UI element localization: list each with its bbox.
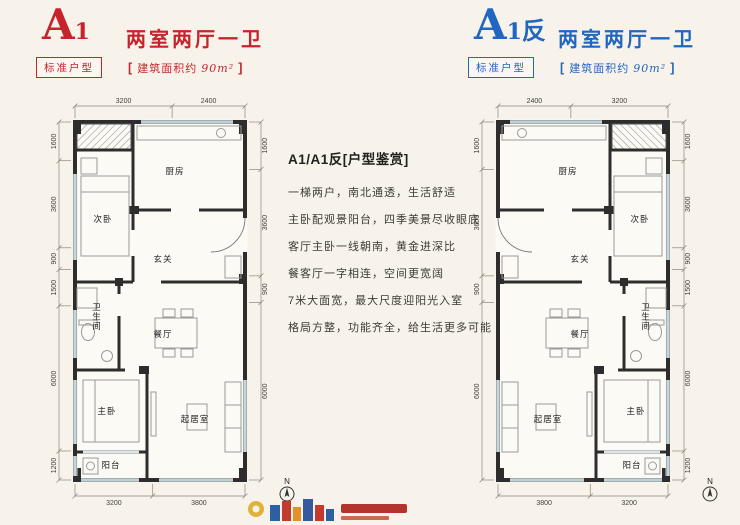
unit-a1-reverse-area: [ 建筑面积约 90m² ] bbox=[560, 60, 675, 76]
svg-text:1500: 1500 bbox=[685, 280, 692, 296]
logo-building bbox=[270, 505, 280, 521]
svg-text:1600: 1600 bbox=[474, 138, 481, 154]
bracket-right: ] bbox=[670, 61, 676, 75]
svg-text:900: 900 bbox=[51, 253, 58, 265]
foyer-label: 玄关 bbox=[570, 254, 589, 264]
dining-room-label: 餐厅 bbox=[153, 329, 172, 339]
plan-geometry bbox=[72, 119, 248, 483]
area-label: 建筑面积约 bbox=[137, 63, 198, 75]
svg-text:3200: 3200 bbox=[621, 500, 637, 507]
dining-room-label: 餐厅 bbox=[570, 329, 589, 339]
balcony-label: 阳台 bbox=[101, 460, 120, 470]
description-title: A1/A1反[户型鉴赏] bbox=[288, 152, 409, 167]
bedroom-2-label: 次卧 bbox=[630, 214, 649, 224]
dimension-lines: 2400 3200 3800 3200 1600 3600 900 6000 1600 3600 9… bbox=[474, 98, 692, 507]
master-bedroom-label: 主卧 bbox=[626, 406, 645, 416]
plan-furniture bbox=[76, 125, 242, 475]
logo-building bbox=[293, 507, 301, 521]
compass-icon: N bbox=[702, 477, 718, 502]
svg-text:3800: 3800 bbox=[536, 500, 552, 507]
svg-text:3600: 3600 bbox=[262, 215, 269, 231]
unit-description-panel: A1/A1反[户型鉴赏] 一梯两户，南北通透，生活舒适 主卧配观景阳台，四季美景… bbox=[288, 148, 492, 342]
foyer-label: 玄关 bbox=[153, 254, 172, 264]
svg-text:3600: 3600 bbox=[474, 215, 481, 231]
svg-text:2400: 2400 bbox=[201, 98, 217, 105]
svg-text:3600: 3600 bbox=[51, 196, 58, 212]
developer-logo bbox=[248, 499, 407, 521]
unit-a1-title: 两室两厅一卫 bbox=[126, 29, 264, 51]
master-bedroom-label: 主卧 bbox=[97, 406, 116, 416]
area-label: 建筑面积约 bbox=[569, 63, 630, 75]
bathroom-label: 卫生间 bbox=[641, 302, 651, 331]
svg-text:1600: 1600 bbox=[51, 133, 58, 149]
svg-text:6000: 6000 bbox=[51, 371, 58, 387]
bracket-left: [ bbox=[560, 61, 566, 75]
north-label: N bbox=[284, 477, 290, 486]
svg-text:6000: 6000 bbox=[262, 383, 269, 399]
svg-text:1200: 1200 bbox=[685, 458, 692, 474]
svg-text:3200: 3200 bbox=[116, 98, 132, 105]
svg-text:1600: 1600 bbox=[685, 133, 692, 149]
description-line: 7米大面宽，最大尺度迎阳光入室 bbox=[288, 295, 464, 307]
description-line: 一梯两户，南北通透，生活舒适 bbox=[288, 187, 456, 199]
svg-text:6000: 6000 bbox=[474, 383, 481, 399]
dimension-lines: 3200 2400 3200 3800 1600 3600 900 1500 6000 1200 1… bbox=[51, 98, 269, 507]
svg-text:1500: 1500 bbox=[51, 280, 58, 296]
unit-a1-number: 1 bbox=[74, 19, 90, 45]
unit-a1r-suffix: 反 bbox=[521, 18, 546, 45]
unit-a1-label: A1 bbox=[42, 4, 90, 46]
kitchen-label: 厨房 bbox=[165, 166, 184, 176]
svg-text:1600: 1600 bbox=[262, 138, 269, 154]
logo-building bbox=[303, 499, 313, 521]
unit-a1-header: A1 标准户型 两室两厅一卫 [ 建筑面积约 90m² ] bbox=[36, 4, 296, 94]
unit-a1-area: [ 建筑面积约 90m² ] bbox=[128, 60, 243, 76]
logo-building bbox=[315, 505, 324, 521]
north-label: N bbox=[707, 477, 713, 486]
bracket-right: ] bbox=[238, 61, 244, 75]
plan-furniture bbox=[501, 125, 667, 475]
svg-text:900: 900 bbox=[685, 253, 692, 265]
bedroom-2-label: 次卧 bbox=[93, 214, 112, 224]
svg-text:3200: 3200 bbox=[106, 500, 122, 507]
logo-building bbox=[326, 509, 334, 521]
description-line: 主卧配观景阳台，四季美景尽收眼底 bbox=[288, 214, 480, 226]
balcony-label: 阳台 bbox=[622, 460, 641, 470]
bathroom-label: 卫生间 bbox=[92, 302, 102, 331]
description-line: 客厅主卧一线朝南，黄金进深比 bbox=[288, 241, 456, 253]
unit-a1-reverse-label: A1反 bbox=[474, 4, 546, 46]
unit-a1r-letter: A bbox=[474, 0, 507, 49]
svg-text:900: 900 bbox=[262, 283, 269, 295]
logo-wordmark bbox=[341, 504, 407, 513]
description-line: 餐客厅一字相连，空间更宽阔 bbox=[288, 268, 444, 280]
svg-text:3600: 3600 bbox=[685, 196, 692, 212]
unit-a1-badge: 标准户型 bbox=[36, 57, 102, 78]
svg-text:900: 900 bbox=[474, 283, 481, 295]
kitchen-label: 厨房 bbox=[558, 166, 577, 176]
bracket-left: [ bbox=[128, 61, 134, 75]
logo-building bbox=[282, 501, 291, 521]
living-room-label: 起居室 bbox=[181, 414, 210, 424]
unit-a1r-number: 1 bbox=[506, 19, 522, 45]
area-value: 90m² bbox=[633, 62, 667, 75]
svg-text:3200: 3200 bbox=[612, 98, 628, 105]
svg-text:3800: 3800 bbox=[191, 500, 207, 507]
unit-a1-reverse-title: 两室两厅一卫 bbox=[558, 29, 696, 51]
unit-a1-letter: A bbox=[42, 0, 75, 49]
svg-text:1200: 1200 bbox=[51, 458, 58, 474]
description-line: 格局方整，功能齐全，给生活更多可能 bbox=[288, 322, 492, 334]
unit-a1-reverse-badge: 标准户型 bbox=[468, 57, 534, 78]
svg-text:2400: 2400 bbox=[527, 98, 543, 105]
unit-a1-reverse-header: A1反 标准户型 两室两厅一卫 [ 建筑面积约 90m² ] bbox=[468, 4, 728, 94]
svg-text:6000: 6000 bbox=[685, 371, 692, 387]
logo-tagline bbox=[341, 516, 389, 520]
area-value: 90m² bbox=[201, 62, 235, 75]
plan-geometry bbox=[495, 119, 671, 483]
living-room-label: 起居室 bbox=[534, 414, 563, 424]
